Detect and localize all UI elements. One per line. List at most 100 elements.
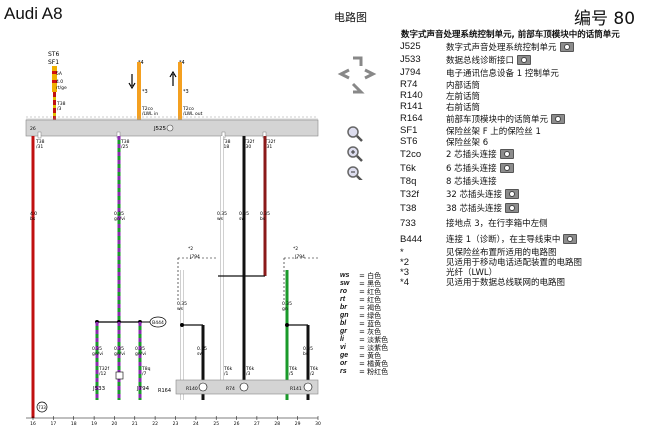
legend-item: *见保险丝布置所适用的电路图	[400, 247, 662, 259]
wire-color: sw	[239, 217, 245, 222]
legend-code: T8q	[400, 175, 417, 187]
conn-label: T8q	[141, 366, 151, 372]
fuse-wire-color: rt/ge	[56, 85, 67, 91]
conn-pin: /2	[310, 371, 315, 377]
legend-code: T6k	[400, 162, 416, 174]
camera-icon[interactable]	[499, 149, 514, 159]
footer-number: 20	[112, 421, 118, 427]
color-key-row: gr= 灰色	[340, 328, 388, 336]
camera-icon[interactable]	[499, 163, 514, 173]
footer-number: 24	[193, 421, 199, 427]
wire-color: gn/vi	[114, 216, 125, 222]
color-name: = 粉红色	[359, 368, 389, 376]
legend-item: T2co 2 芯插头连接	[400, 147, 662, 161]
fuse-label: SF1	[48, 59, 59, 66]
zoom-in-icon[interactable]	[347, 126, 363, 142]
pin-label: /18	[222, 144, 229, 150]
conn-label: T32f	[98, 366, 109, 372]
footer-number: 18	[71, 421, 77, 427]
wire-color: bs	[260, 216, 266, 222]
conn-pin: /7	[142, 371, 147, 377]
wire-gauge: 0.35	[177, 301, 187, 307]
camera-icon[interactable]	[517, 54, 532, 65]
r74-label: R74	[226, 386, 235, 392]
color-abbr: bl	[340, 320, 347, 327]
footer-number: 22	[152, 421, 158, 427]
legend-description: 数据总线诊断接口	[446, 55, 515, 66]
conn-label: T6k	[288, 366, 298, 372]
legend-description: 右前话筒	[446, 102, 481, 113]
color-name: = 褐色	[359, 304, 382, 312]
legend-code: *3	[400, 266, 409, 278]
wire-gauge: 4.0	[30, 211, 37, 217]
mic-r74-icon	[239, 382, 249, 392]
color-abbr: li	[340, 336, 344, 343]
j533-label: J533	[92, 386, 106, 392]
pan-down-icon[interactable]	[351, 82, 365, 94]
color-key-row: rs= 粉红色	[340, 368, 388, 376]
color-key-row: vi= 淡紫色	[340, 344, 388, 352]
j794-bottom-label: J794	[136, 386, 150, 392]
wire-color: bs	[30, 216, 36, 222]
conn-pin: /1	[224, 371, 229, 377]
optic-out-star3: *3	[183, 89, 189, 95]
color-key-row: li= 淡紫色	[340, 336, 388, 344]
legend-description: 2 芯插头连接	[446, 150, 497, 160]
zoom-fit-icon[interactable]	[347, 146, 363, 162]
camera-icon[interactable]	[505, 189, 520, 199]
legend-description: 见适用于数据总线联网的电路图	[446, 278, 566, 288]
model-title: Audi A8	[4, 4, 63, 23]
legend-code: T2co	[400, 148, 422, 160]
legend-description: 左前话筒	[446, 91, 481, 102]
color-abbr: ws	[340, 272, 350, 279]
arrow-up-icon	[169, 70, 177, 86]
optic-out-conn: T2co	[182, 106, 194, 112]
camera-icon[interactable]	[505, 203, 520, 213]
fuse-wire-gauge: 4.0	[56, 79, 63, 85]
wire-color: gn/vi	[114, 351, 125, 357]
wire-gauge: 0.35	[260, 211, 270, 217]
pan-up-right-icon[interactable]	[353, 56, 363, 66]
legend-description: 见保险丝布置所适用的电路图	[446, 248, 557, 258]
legend-code: R140	[400, 90, 423, 101]
legend-description: 8 芯插头连接	[446, 177, 497, 187]
pin-label: T38	[221, 139, 231, 145]
footer-number: 21	[132, 421, 138, 427]
wire-color: gn	[282, 307, 288, 312]
conn-pin: /5	[289, 371, 294, 377]
wire-color: ws	[217, 217, 224, 222]
legend-code: J525	[400, 41, 421, 52]
fuse-sf1	[52, 66, 57, 92]
component-photo-icon[interactable]	[166, 124, 174, 132]
color-abbr: gn	[340, 312, 349, 319]
page-title: 电路图	[334, 11, 367, 24]
color-key-row: ge= 黄色	[340, 352, 388, 360]
pan-left-icon[interactable]	[337, 68, 350, 80]
r141-label: R141	[290, 386, 302, 392]
zoom-out-icon[interactable]	[347, 166, 363, 180]
footer-number: 25	[213, 421, 219, 427]
pin-label: T32f	[243, 139, 254, 145]
camera-icon[interactable]	[563, 234, 578, 244]
color-name: = 黑色	[359, 280, 382, 288]
legend-code: ST6	[400, 136, 418, 147]
pan-right-icon[interactable]	[364, 68, 377, 80]
footer-number: 27	[254, 421, 260, 427]
color-name: = 淡紫色	[359, 344, 389, 352]
optic-in-star3: *3	[142, 89, 148, 95]
footer-number: 29	[295, 421, 301, 427]
b444-label: B444	[152, 320, 164, 326]
r140-label: R140	[186, 386, 198, 392]
camera-icon[interactable]	[559, 41, 574, 52]
legend-description: 保险丝架 F 上的保险丝 1	[446, 126, 541, 137]
camera-icon[interactable]	[551, 113, 566, 124]
legend-description: 38 芯插头连接	[446, 204, 503, 214]
